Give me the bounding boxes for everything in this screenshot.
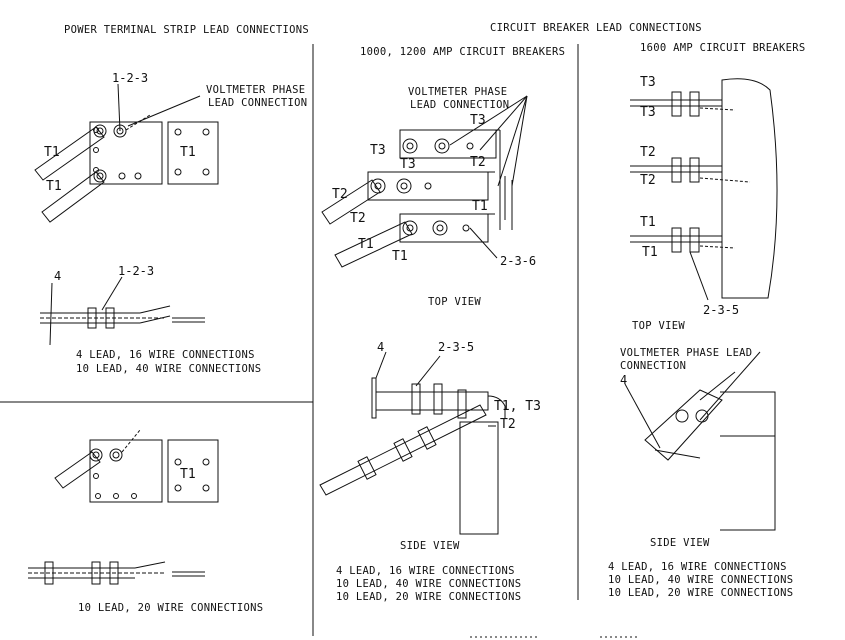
note-strip-upper-1: 4 LEAD, 16 WIRE CONNECTIONS xyxy=(76,349,255,361)
note-cb1600-3: 10 LEAD, 20 WIRE CONNECTIONS xyxy=(608,587,794,599)
part-number-cb-top: 2-3-6 xyxy=(500,254,537,268)
part-number-cb1600-side-4: 4 xyxy=(620,373,628,387)
strip-top-view-upper xyxy=(35,84,218,222)
terminal-t3-1600-b: T3 xyxy=(640,105,656,120)
terminal-t1-1600-a: T1 xyxy=(640,215,656,230)
cb-1000-side-view xyxy=(320,352,505,534)
terminal-t2-1600-a: T2 xyxy=(640,145,656,160)
terminal-t1-t3-cb-side: T1, T3 xyxy=(494,399,541,414)
terminal-t2-cb-top-right: T2 xyxy=(470,155,486,170)
terminal-t2-cb-top-left: T2 xyxy=(332,187,348,202)
cb-1000-top-view xyxy=(322,96,527,267)
note-strip-upper-2: 10 LEAD, 40 WIRE CONNECTIONS xyxy=(76,363,262,375)
callout-voltmeter-1600-line1: VOLTMETER PHASE LEAD xyxy=(620,347,753,359)
terminal-t1-strip-upper-b: T1 xyxy=(46,179,62,194)
terminal-t1-cb-top-lower: T1 xyxy=(392,249,408,264)
terminal-t1-strip-upper-box: T1 xyxy=(180,145,196,160)
cb-1600-top-view xyxy=(630,79,777,300)
heading-circuit-breaker: CIRCUIT BREAKER LEAD CONNECTIONS xyxy=(490,22,702,34)
note-strip-lower-1: 10 LEAD, 20 WIRE CONNECTIONS xyxy=(78,602,264,614)
view-label-top-1600: TOP VIEW xyxy=(632,320,685,332)
note-cb1600-1: 4 LEAD, 16 WIRE CONNECTIONS xyxy=(608,561,787,573)
terminal-t3-cb-top-mid: T3 xyxy=(400,157,416,172)
terminal-t3-1600-a: T3 xyxy=(640,75,656,90)
terminal-t1-strip-lower-box: T1 xyxy=(180,467,196,482)
note-cb1000-1: 4 LEAD, 16 WIRE CONNECTIONS xyxy=(336,565,515,577)
view-label-side-1000: SIDE VIEW xyxy=(400,540,460,552)
strip-top-view-lower xyxy=(55,430,218,502)
note-cb1600-2: 10 LEAD, 40 WIRE CONNECTIONS xyxy=(608,574,794,586)
terminal-t3-cb-top-right: T3 xyxy=(470,113,486,128)
view-label-top-1000: TOP VIEW xyxy=(428,296,481,308)
part-number-strip-top: 1-2-3 xyxy=(112,71,149,85)
callout-voltmeter-cb-line2: LEAD CONNECTION xyxy=(410,99,510,111)
terminal-t1-cb-top-left: T1 xyxy=(358,237,374,252)
terminal-t3-cb-top-left: T3 xyxy=(370,143,386,158)
note-cb1000-2: 10 LEAD, 40 WIRE CONNECTIONS xyxy=(336,578,522,590)
heading-cb-1000-1200: 1000, 1200 AMP CIRCUIT BREAKERS xyxy=(360,46,566,58)
note-cb1000-3: 10 LEAD, 20 WIRE CONNECTIONS xyxy=(336,591,522,603)
part-number-strip-side: 1-2-3 xyxy=(118,264,155,278)
heading-cb-1600: 1600 AMP CIRCUIT BREAKERS xyxy=(640,42,806,54)
strip-side-view-upper xyxy=(40,277,205,345)
callout-voltmeter-1600-line2: CONNECTION xyxy=(620,360,687,372)
part-number-cb1600-top: 2-3-5 xyxy=(703,303,740,317)
terminal-t1-cb-top-right: T1 xyxy=(472,199,488,214)
strip-side-view-lower xyxy=(28,562,205,584)
part-number-cb-side-4: 4 xyxy=(377,340,385,354)
callout-voltmeter-cb-line1: VOLTMETER PHASE xyxy=(408,86,508,98)
part-number-strip-side-4: 4 xyxy=(54,269,62,283)
callout-voltmeter-strip-line1: VOLTMETER PHASE xyxy=(206,84,306,96)
cb-1600-side-view xyxy=(625,352,775,530)
view-label-side-1600: SIDE VIEW xyxy=(650,537,710,549)
terminal-t2-cb-side: T2 xyxy=(500,417,516,432)
terminal-t1-1600-b: T1 xyxy=(642,245,658,260)
terminal-t1-strip-upper-a: T1 xyxy=(44,145,60,160)
heading-power-strip: POWER TERMINAL STRIP LEAD CONNECTIONS xyxy=(64,24,309,36)
terminal-t2-cb-top-lower: T2 xyxy=(350,211,366,226)
terminal-t2-1600-b: T2 xyxy=(640,173,656,188)
part-number-cb-side: 2-3-5 xyxy=(438,340,475,354)
callout-voltmeter-strip-line2: LEAD CONNECTION xyxy=(208,97,308,109)
